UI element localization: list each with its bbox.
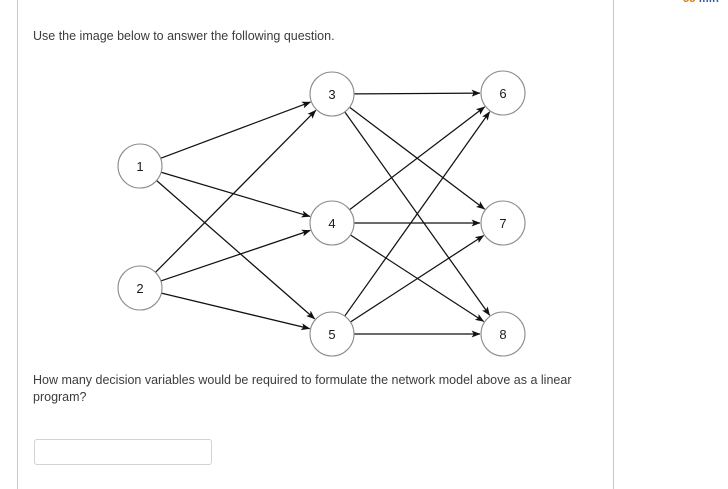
network-node-label-6: 6 [499, 86, 506, 101]
network-node-label-8: 8 [499, 327, 506, 342]
network-node-label-2: 2 [136, 281, 143, 296]
network-node-6: 6 [480, 70, 526, 116]
network-node-circle-8 [480, 311, 526, 357]
network-node-label-5: 5 [328, 327, 335, 342]
network-node-5: 5 [309, 311, 355, 357]
network-node-4: 4 [309, 200, 355, 246]
network-node-label-3: 3 [328, 87, 335, 102]
network-node-1: 1 [117, 143, 163, 189]
network-edge-1-to-4 [160, 171, 311, 218]
prompt-intro-text: Use the image below to answer the follow… [33, 29, 335, 43]
network-node-circle-6 [480, 70, 526, 116]
network-edge-1-to-3 [160, 101, 312, 159]
network-node-label-1: 1 [136, 159, 143, 174]
timer-unit: min [696, 0, 719, 2]
network-node-circle-2 [117, 265, 163, 311]
timer-badge: 55 min [683, 0, 719, 2]
network-node-circle-5 [309, 311, 355, 357]
network-node-7: 7 [480, 200, 526, 246]
network-edge-5-to-7 [350, 234, 485, 323]
network-edge-5-to-6 [344, 111, 491, 317]
network-node-circle-4 [309, 200, 355, 246]
network-nodes: 1 2 3 4 5 6 7 8 [117, 70, 526, 357]
network-node-2: 2 [117, 265, 163, 311]
network-node-8: 8 [480, 311, 526, 357]
network-edge-2-to-5 [161, 292, 311, 331]
network-edge-3-to-6 [353, 89, 481, 97]
network-node-3: 3 [309, 71, 355, 117]
network-node-circle-7 [480, 200, 526, 246]
timer-value: 55 [683, 0, 696, 2]
network-node-circle-3 [309, 71, 355, 117]
question-prompt-text: How many decision variables would be req… [33, 373, 572, 404]
left-column-rule [17, 0, 18, 489]
network-node-circle-1 [117, 143, 163, 189]
network-node-label-4: 4 [328, 216, 335, 231]
network-node-label-7: 7 [499, 216, 506, 231]
network-edge-4-to-6 [349, 106, 486, 211]
network-edge-2-to-4 [160, 229, 311, 282]
network-edges [155, 89, 491, 338]
network-diagram: 1 2 3 4 5 6 7 8 [33, 58, 593, 368]
network-edge-1-to-5 [156, 180, 316, 320]
answer-input[interactable] [34, 439, 212, 465]
network-diagram-svg: 1 2 3 4 5 6 7 8 [117, 70, 526, 357]
right-column-rule [613, 0, 614, 489]
network-edge-2-to-3 [155, 109, 317, 273]
